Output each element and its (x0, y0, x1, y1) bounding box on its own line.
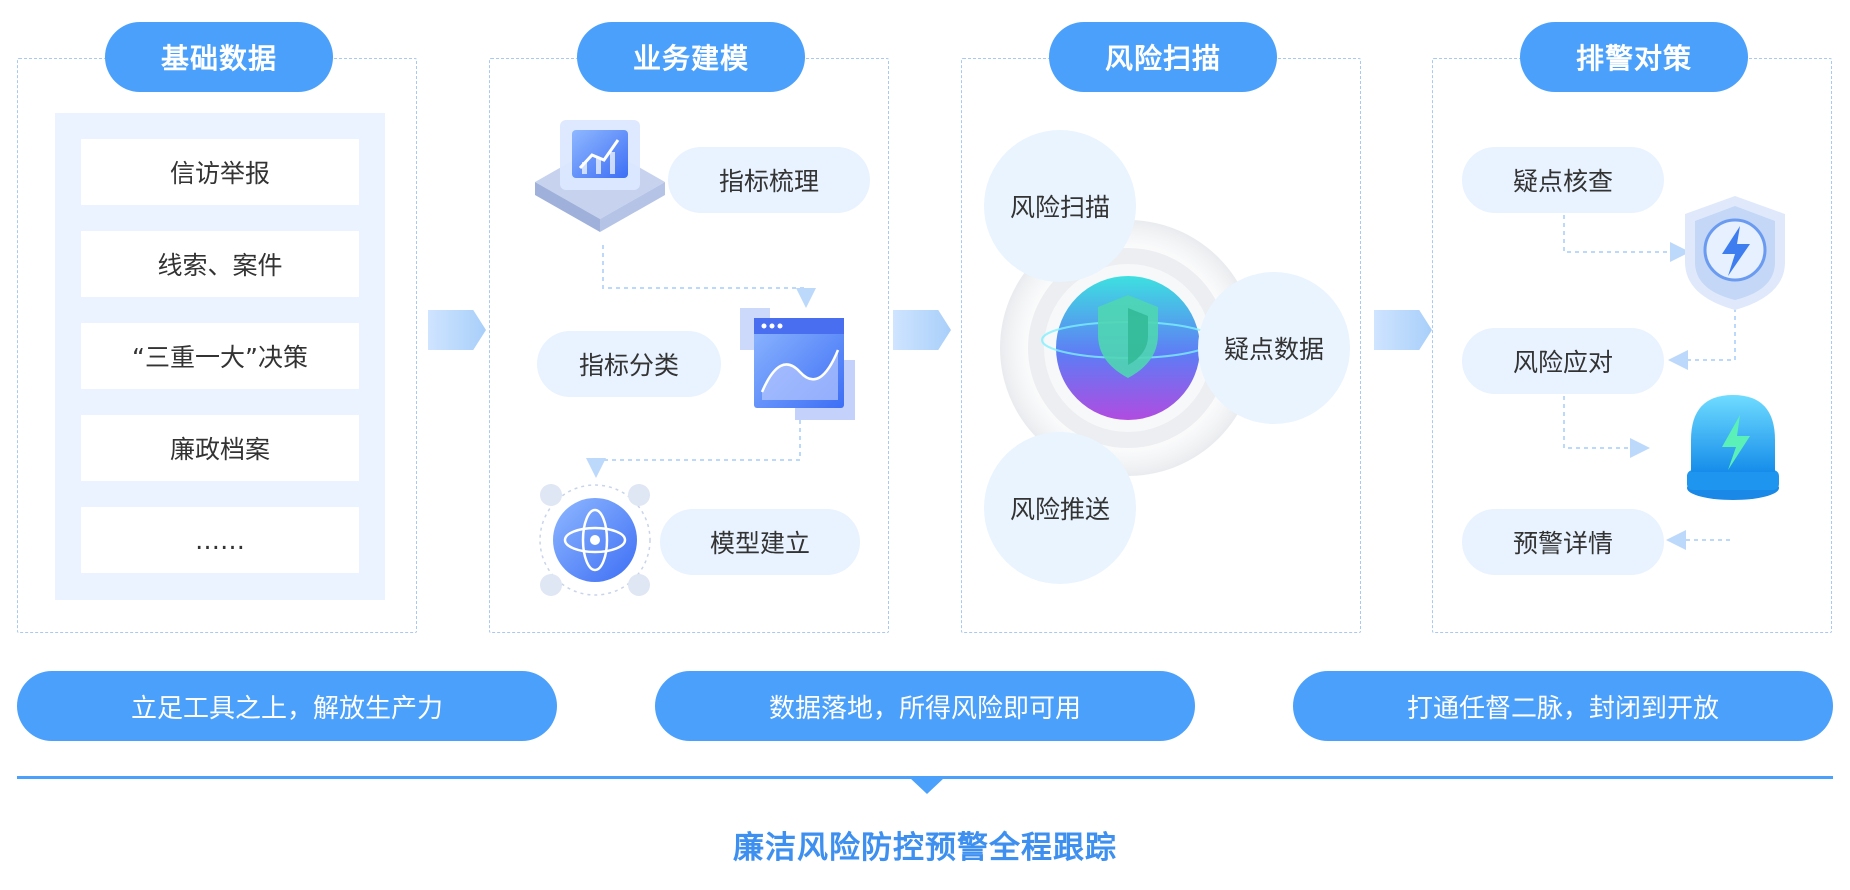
header-basic-data: 基础数据 (105, 22, 333, 92)
summary-pill-tools: 立足工具之上，解放生产力 (17, 671, 557, 741)
flow-arrow-3 (1374, 310, 1432, 350)
footer-divider-pointer (910, 778, 944, 794)
flow-arrow-2 (893, 310, 951, 350)
header-modeling: 业务建模 (577, 22, 805, 92)
panel-basic-data: 信访举报 线索、案件 “三重一大”决策 廉政档案 …… (17, 58, 417, 633)
node-doubt-data: 疑点数据 (1198, 272, 1350, 424)
header-risk-scan: 风险扫描 (1049, 22, 1277, 92)
flow-arrow-1 (428, 310, 486, 350)
step-indicator-sorting: 指标梳理 (668, 147, 870, 213)
step-risk-response: 风险应对 (1462, 328, 1664, 394)
step-doubt-check: 疑点核查 (1462, 147, 1664, 213)
summary-pill-data: 数据落地，所得风险即可用 (655, 671, 1195, 741)
step-model-build: 模型建立 (660, 509, 860, 575)
data-item-more: …… (81, 507, 359, 573)
data-item-petition: 信访举报 (81, 139, 359, 205)
footer-divider (17, 776, 1833, 779)
data-item-decision: “三重一大”决策 (81, 323, 359, 389)
data-item-archive: 廉政档案 (81, 415, 359, 481)
step-indicator-classify: 指标分类 (537, 331, 721, 397)
node-risk-push: 风险推送 (984, 432, 1136, 584)
data-source-list: 信访举报 线索、案件 “三重一大”决策 廉政档案 …… (55, 113, 385, 600)
data-item-clues: 线索、案件 (81, 231, 359, 297)
header-countermeasures: 排警对策 (1520, 22, 1748, 92)
summary-pill-open: 打通任督二脉，封闭到开放 (1293, 671, 1833, 741)
node-risk-scan: 风险扫描 (984, 130, 1136, 282)
step-alert-detail: 预警详情 (1462, 509, 1664, 575)
footer-title: 廉洁风险防控预警全程跟踪 (733, 830, 1117, 866)
